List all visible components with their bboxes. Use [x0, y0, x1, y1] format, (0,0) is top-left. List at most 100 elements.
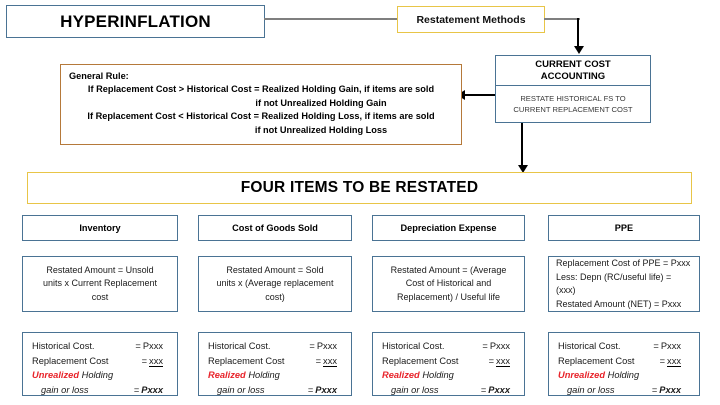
equals-sign: = [135, 341, 141, 351]
equals-sign: = [653, 341, 659, 351]
general-rule-line-4: if not Unrealized Holding Loss [254, 124, 388, 135]
column-formula-line: Less: Depn (RC/useful life) = (xxx) [556, 271, 672, 296]
holding-result-row-2: gain or loss =Pxxx [373, 383, 524, 398]
holding-type-label: Realized [208, 370, 246, 380]
holding-type-label: Unrealized [32, 370, 80, 380]
column-formula-line: Restated Amount = (Average [390, 264, 507, 275]
restatement-methods-box: Restatement Methods [397, 6, 545, 33]
calculation-row: Historical Cost. =Pxxx [373, 339, 524, 354]
column-formula-line: Replacement) / Useful life [396, 291, 501, 302]
gain-or-loss-value: =Pxxx [134, 383, 177, 398]
arrow-cca-to-banner [521, 123, 524, 166]
holding-result-row-1: Unrealized Holding [549, 368, 699, 383]
calculation-row-value: =xxx [489, 354, 524, 369]
calculation-row-key: Historical Cost. [382, 341, 445, 351]
holding-result-row-1: Unrealized Holding [23, 368, 177, 383]
cca-body-line1: RESTATE HISTORICAL FS TO [520, 94, 626, 103]
gain-or-loss-label: gain or loss [391, 384, 439, 395]
equals-sign: = [482, 341, 488, 351]
calculation-amount: Pxxx [316, 341, 337, 351]
holding-result-text: Unrealized Holding [549, 368, 639, 383]
gain-or-loss-value: =Pxxx [652, 383, 699, 398]
cca-body: RESTATE HISTORICAL FS TO CURRENT REPLACE… [496, 86, 650, 122]
equals-sign: = [488, 355, 495, 366]
restatement-methods-label: Restatement Methods [416, 13, 526, 26]
equals-sign: = [659, 355, 666, 366]
cca-header-line1: CURRENT COST [535, 58, 611, 70]
holding-word-label: Holding [81, 370, 114, 380]
calculation-row-key: Historical Cost. [558, 341, 621, 351]
general-rule-title: General Rule: [69, 71, 129, 81]
equals-sign-result: = [480, 384, 487, 395]
calculation-amount: xxx [667, 355, 681, 367]
general-rule-line-2: if not Unrealized Holding Gain [255, 97, 387, 108]
gain-or-loss-label: gain or loss [41, 384, 89, 395]
calculation-row: Replacement Cost=xxx [199, 354, 351, 369]
calculation-row-value: =Pxxx [482, 339, 524, 354]
calculation-amount: xxx [496, 355, 510, 367]
gain-or-loss-value: =Pxxx [308, 383, 351, 398]
column-heading-label: PPE [614, 223, 634, 233]
column-formula-line: Restated Amount = Unsold [46, 264, 154, 275]
calculation-row: Replacement Cost =xxx [549, 354, 699, 369]
calculation-row-value: =xxx [316, 354, 351, 369]
calculation-amount: xxx [149, 355, 163, 367]
calculation-amount: Pxxx [660, 341, 681, 351]
calculation-row: Historical Cost. =Pxxx [199, 339, 351, 354]
holding-result-text: Unrealized Holding [23, 368, 113, 383]
calculation-row-value: =Pxxx [135, 339, 177, 354]
holding-result-row-2: gain or loss =Pxxx [199, 383, 351, 398]
arrow-head-down-icon [574, 46, 584, 54]
equals-sign-result: = [307, 384, 314, 395]
four-items-banner: FOUR ITEMS TO BE RESTATED [27, 172, 692, 204]
arrow-restatement-to-cca [577, 18, 580, 47]
connector-hyperinflation-to-restatement [264, 18, 398, 21]
general-rule-line-3: If Replacement Cost < Historical Cost = … [87, 111, 435, 121]
calculation-amount: Pxxx [489, 341, 510, 351]
gain-or-loss-label: gain or loss [217, 384, 265, 395]
column-heading-box: Inventory [22, 215, 178, 241]
column-heading-box: PPE [548, 215, 700, 241]
column-formula-line: cost) [265, 291, 285, 302]
column-formula-line: Replacement Cost of PPE = Pxxx [556, 258, 691, 268]
holding-result-row-1: Realized Holding [373, 368, 524, 383]
column-heading-label: Depreciation Expense [400, 223, 497, 233]
gain-or-loss-label: gain or loss [567, 384, 615, 395]
arrow-cca-to-general-rule [462, 94, 495, 97]
holding-word-label: Holding [607, 370, 640, 380]
equals-sign: = [141, 355, 148, 366]
holding-result-text: Realized Holding [373, 368, 454, 383]
column-heading-label: Cost of Goods Sold [232, 223, 318, 233]
holding-word-label: Holding [422, 370, 454, 380]
column-formula-line: Cost of Historical and [405, 278, 492, 289]
calculation-row-key: Replacement Cost [382, 355, 459, 366]
calculation-row-key: Historical Cost. [208, 341, 271, 351]
column-heading-box: Cost of Goods Sold [198, 215, 352, 241]
equals-sign-result: = [133, 384, 140, 395]
calculation-row-key: Replacement Cost [32, 355, 109, 366]
calculation-row-value: =Pxxx [309, 339, 351, 354]
calculation-row: Historical Cost.=Pxxx [23, 339, 177, 354]
column-heading-label: Inventory [79, 223, 121, 233]
calculation-row-value: =xxx [660, 354, 699, 369]
holding-type-label: Unrealized [558, 370, 606, 380]
gain-or-loss-amount: Pxxx [488, 384, 510, 395]
calculation-amount: xxx [323, 355, 337, 367]
calculation-row: Replacement Cost =xxx [373, 354, 524, 369]
cca-body-line2: CURRENT REPLACEMENT COST [513, 105, 633, 114]
equals-sign: = [315, 355, 322, 366]
calculation-row-key: Replacement Cost [558, 355, 635, 366]
gain-or-loss-amount: Pxxx [659, 384, 681, 395]
holding-result-row-1: Realized Holding [199, 368, 351, 383]
calculation-row: Historical Cost. =Pxxx [549, 339, 699, 354]
four-items-banner-label: FOUR ITEMS TO BE RESTATED [240, 179, 479, 196]
